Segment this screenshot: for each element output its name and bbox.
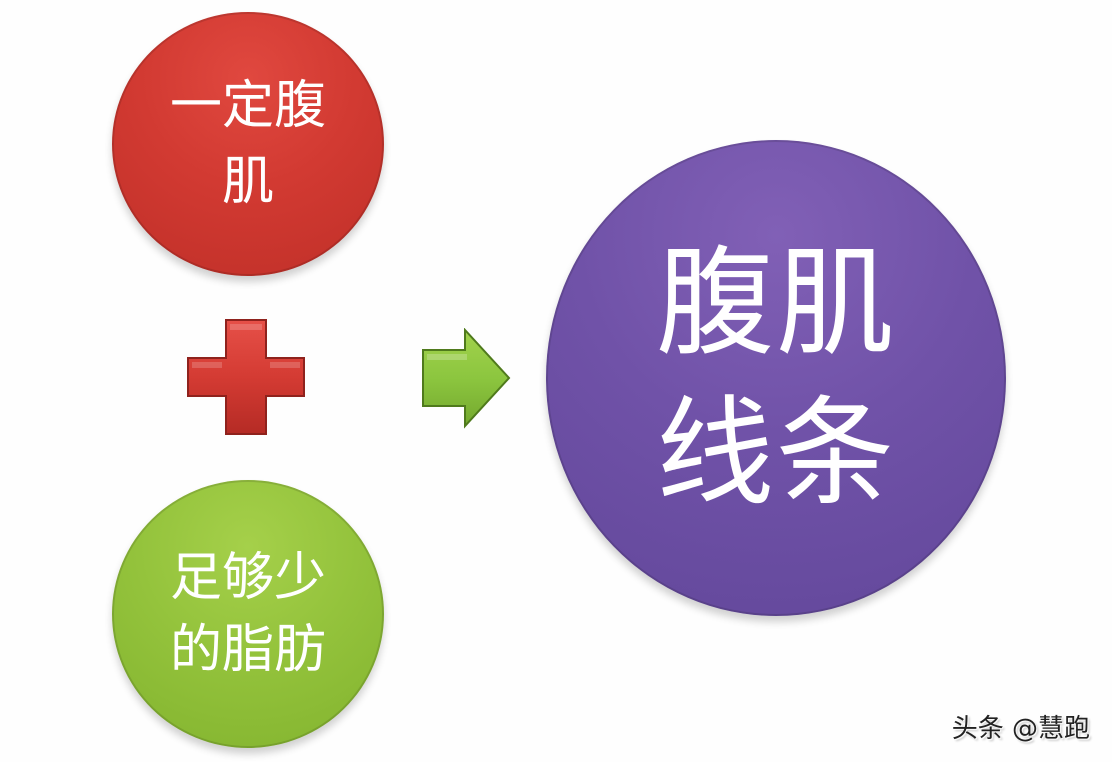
abdominal-muscle-circle: 一定腹 肌: [112, 12, 384, 276]
plus-icon: [187, 319, 305, 435]
circle-label-line: 足够少: [169, 548, 326, 608]
circle-label-line: 一定腹: [169, 76, 326, 136]
circle-label-line: 的脂肪: [169, 620, 326, 680]
low-body-fat-circle: 足够少 的脂肪: [112, 480, 384, 748]
result-label-line: 线条: [655, 384, 896, 522]
circle-label-line: 肌: [221, 152, 274, 212]
watermark: 头条 @慧跑: [951, 714, 1090, 744]
result-label-line: 腹肌: [655, 234, 896, 372]
arrow-right-icon: [422, 328, 511, 429]
abs-definition-result-circle: 腹肌 线条: [546, 140, 1006, 616]
